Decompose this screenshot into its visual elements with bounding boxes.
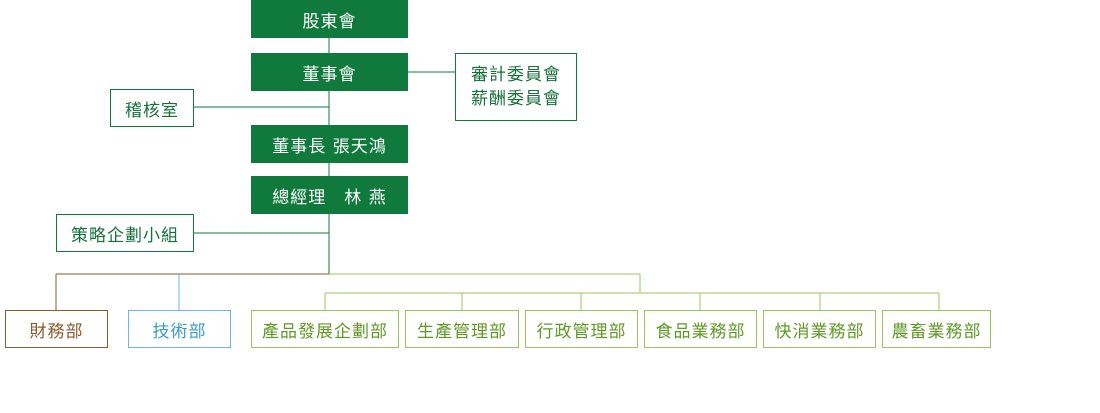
node-label: 總經理 林 燕 [272, 187, 387, 208]
node-chairman: 董事長 張天鴻 [251, 125, 408, 163]
committee-remuneration-label: 薪酬委員會 [471, 89, 561, 109]
node-label: 財務部 [29, 321, 84, 342]
node-label: 稽核室 [125, 100, 179, 121]
node-committees: 審計委員會 薪酬委員會 [455, 53, 577, 121]
node-fmcg-sales: 快消業務部 [763, 310, 876, 348]
node-label: 生產管理部 [417, 321, 507, 342]
node-livestock-sales: 農畜業務部 [882, 310, 991, 348]
node-product-planning: 產品發展企劃部 [251, 310, 399, 348]
node-production-management: 生產管理部 [405, 310, 519, 348]
node-technology: 技術部 [128, 310, 231, 348]
node-board: 董事會 [251, 53, 408, 91]
node-label: 農畜業務部 [891, 321, 982, 342]
node-audit-office: 稽核室 [110, 89, 194, 127]
node-label: 董事會 [302, 64, 357, 85]
node-label: 技術部 [152, 321, 207, 342]
node-label: 策略企劃小組 [71, 225, 179, 246]
node-administration: 行政管理部 [525, 310, 638, 348]
node-food-sales: 食品業務部 [644, 310, 757, 348]
node-finance: 財務部 [5, 310, 108, 348]
node-general-manager: 總經理 林 燕 [251, 176, 408, 214]
node-label: 產品發展企劃部 [262, 321, 388, 342]
node-strategy-group: 策略企劃小組 [56, 214, 194, 252]
node-label: 股東會 [302, 11, 357, 32]
node-label: 董事長 張天鴻 [272, 136, 387, 157]
node-label: 食品業務部 [655, 321, 746, 342]
node-label: 行政管理部 [536, 321, 627, 342]
node-label: 快消業務部 [774, 321, 865, 342]
committee-audit-label: 審計委員會 [471, 65, 561, 85]
node-shareholders: 股東會 [251, 0, 408, 38]
